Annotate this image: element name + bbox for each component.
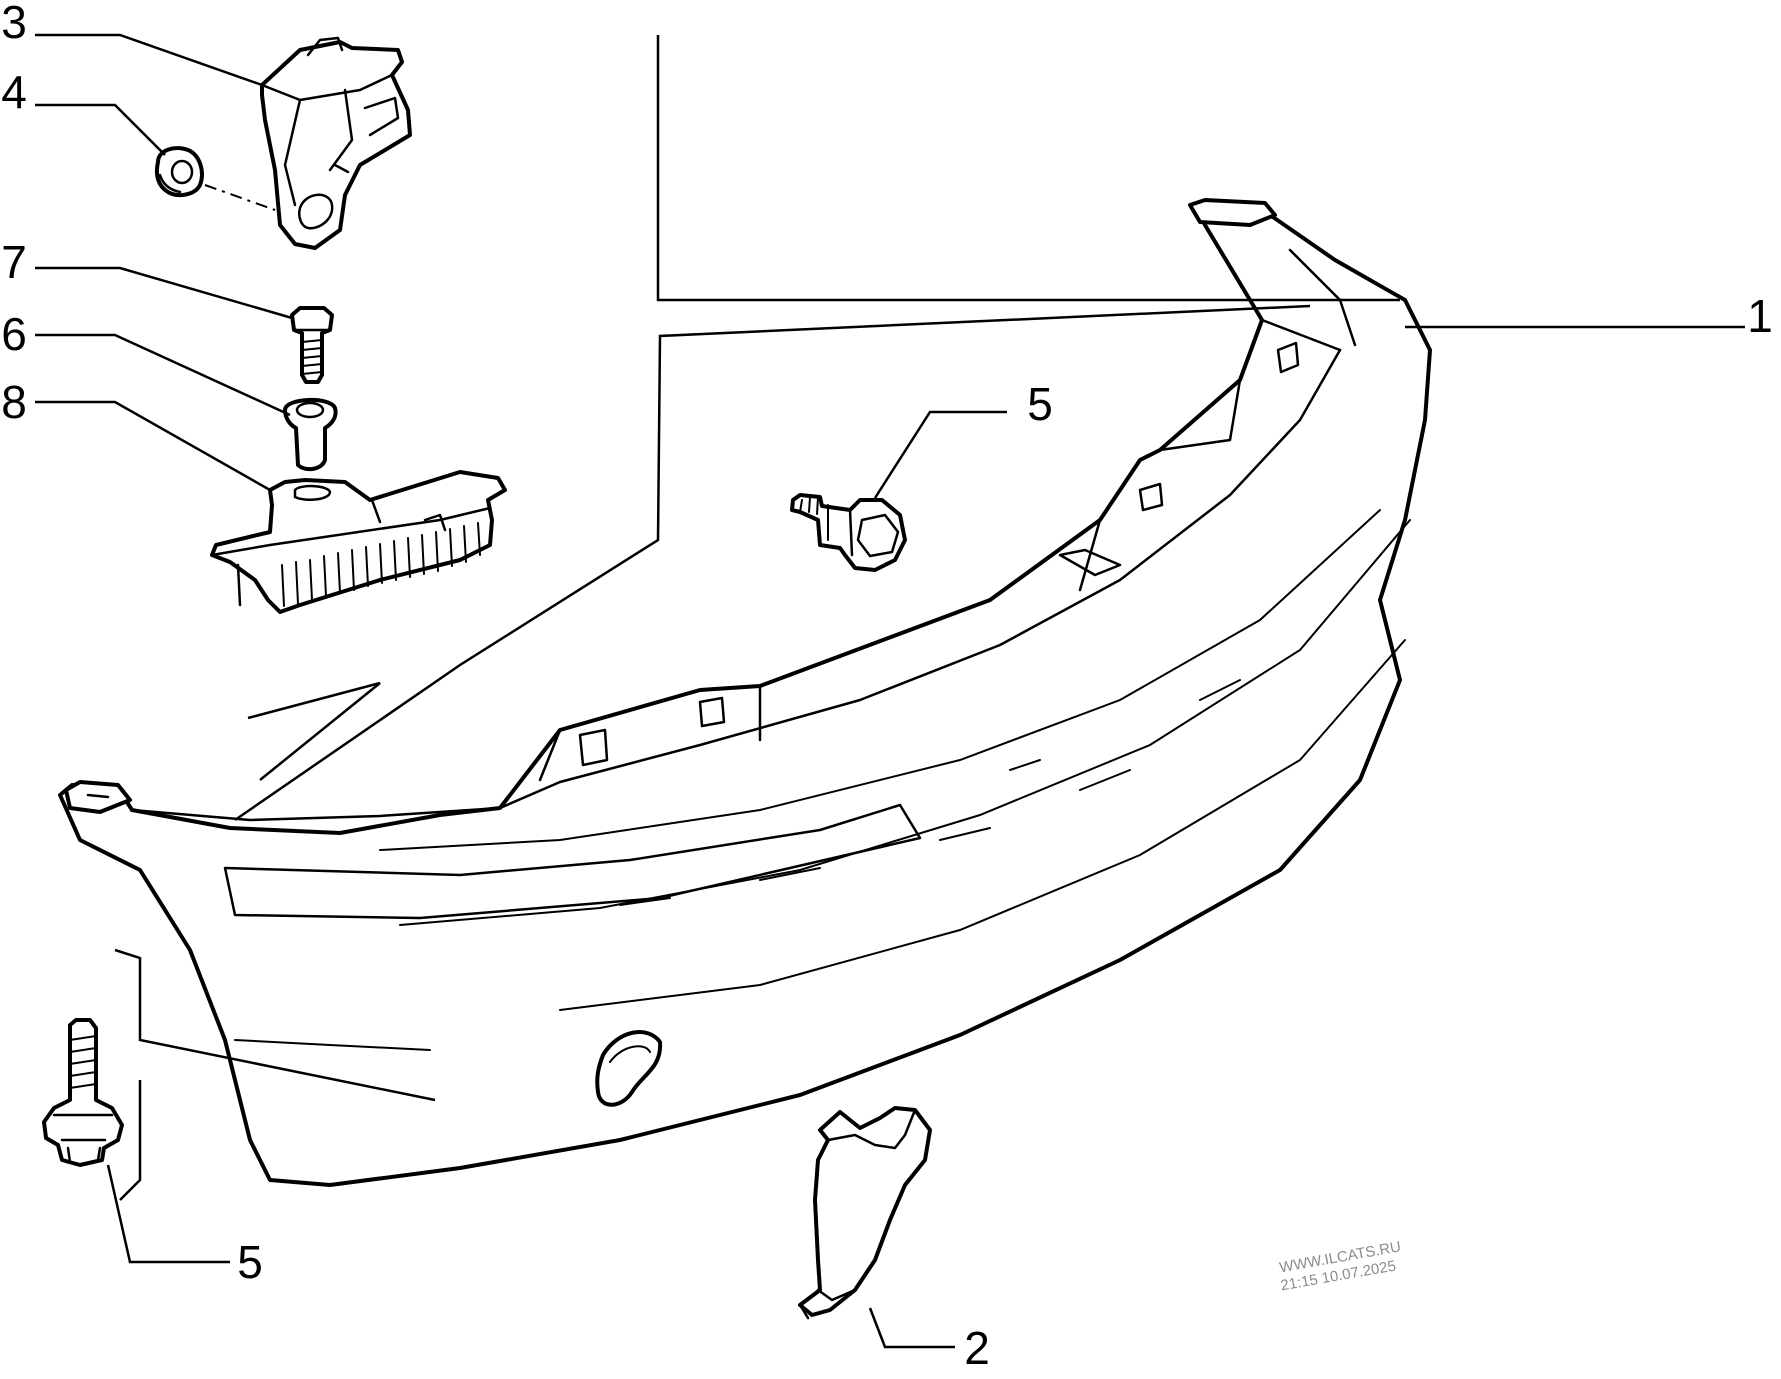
callout-5-upper: 5 <box>1027 378 1053 430</box>
bolt-part-7[interactable] <box>290 306 334 384</box>
watermark: WWW.ILCATS.RU 21:15 10.07.2025 <box>1278 1238 1402 1294</box>
screw-part-5-upper[interactable] <box>790 493 907 572</box>
callout-7: 7 <box>1 236 27 288</box>
cover-cap-part-2[interactable] <box>798 1106 932 1320</box>
bracket-part-3[interactable] <box>260 36 412 250</box>
callout-leaders <box>35 33 1007 1349</box>
callout-1: 1 <box>1747 290 1773 342</box>
callout-8: 8 <box>1 376 27 428</box>
callout-2: 2 <box>964 1322 990 1374</box>
bumper-part-1[interactable] <box>58 198 1432 1187</box>
callout-3: 3 <box>1 0 27 48</box>
callout-5-lower: 5 <box>237 1236 263 1288</box>
callout-4: 4 <box>1 66 27 118</box>
callout-6: 6 <box>1 308 27 360</box>
bracket-part-8[interactable] <box>210 470 507 614</box>
nut-part-4[interactable] <box>154 146 276 211</box>
spacer-part-6[interactable] <box>283 397 338 472</box>
bumper-guide-lines <box>114 35 1745 1201</box>
screw-part-5-lower[interactable] <box>42 1018 124 1167</box>
